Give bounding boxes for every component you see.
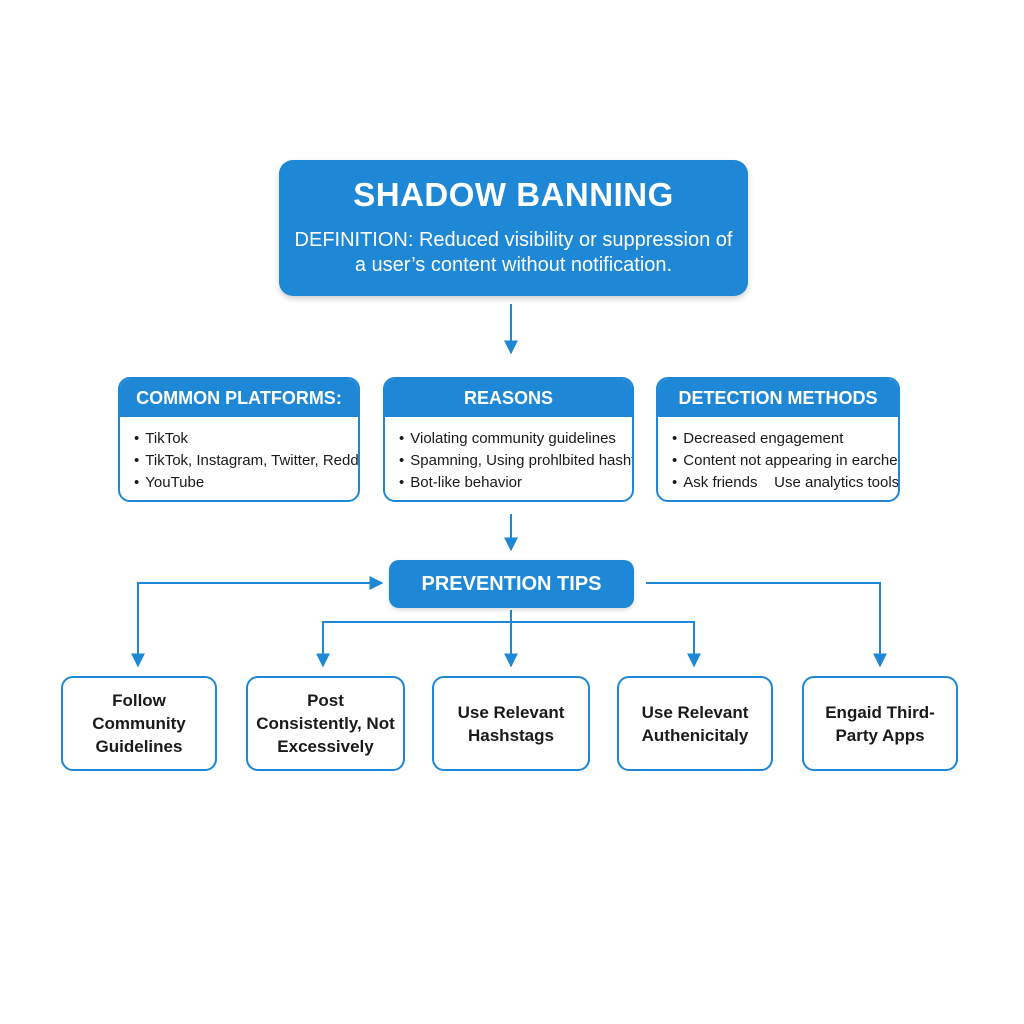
arrow-inner-right	[511, 621, 701, 668]
card-common-platforms: COMMON PLATFORMS: TikTok TikTok, Instagr…	[118, 377, 360, 502]
tip-label: Use Relevant Hashstags	[457, 702, 565, 745]
tip-label: Post Consistently, Not Excessively	[256, 691, 395, 756]
tip-follow-guidelines: Follow Community Guidelines	[61, 676, 217, 771]
arrow-left-loop	[137, 576, 384, 666]
detection-list: Decreased engagement Content not appeari…	[658, 417, 898, 494]
list-item: Spamning, Using prohlbited hashtags	[399, 450, 632, 472]
card-detection-methods: DETECTION METHODS Decreased engagement C…	[656, 377, 900, 502]
arrow-right-branch	[646, 582, 887, 668]
tip-use-authenticity: Use Relevant Authenicitaly	[617, 676, 773, 771]
reasons-list: Violating community guidelines Spamning,…	[385, 417, 632, 494]
tip-use-hashtags: Use Relevant Hashstags	[432, 676, 590, 771]
tip-post-consistently: Post Consistently, Not Excessively	[246, 676, 405, 771]
list-item: YouTube	[134, 472, 358, 494]
title-box: SHADOW BANNING DEFINITION: Reduced visib…	[279, 160, 748, 296]
diagram-title: SHADOW BANNING	[353, 176, 674, 213]
tip-third-party-apps: Engaid Third-Party Apps	[802, 676, 958, 771]
list-item: Content not appearing in earches/	[672, 450, 898, 472]
list-item: Bot-like behavior	[399, 472, 632, 494]
prevention-tips-box: PREVENTION TIPS	[389, 560, 634, 608]
list-item: TikTok	[134, 428, 358, 450]
tip-label: Use Relevant Authenicitaly	[641, 702, 749, 745]
list-item: Decreased engagement	[672, 428, 898, 450]
arrow-inner-left	[316, 621, 511, 668]
platforms-list: TikTok TikTok, Instagram, Twitter, Reddi…	[120, 417, 358, 494]
card-header-platforms: COMMON PLATFORMS:	[120, 379, 358, 417]
card-header-reasons: REASONS	[385, 379, 632, 417]
list-item: Violating community guidelines	[399, 428, 632, 450]
card-reasons: REASONS Violating community guidelines S…	[383, 377, 634, 502]
list-item: Ask friends Use analytics tools	[672, 472, 898, 494]
tip-label: Engaid Third-Party Apps	[825, 702, 935, 745]
list-item: TikTok, Instagram, Twitter, Reddit	[134, 450, 358, 472]
card-header-detection: DETECTION METHODS	[658, 379, 898, 417]
definition-text: DEFINITION: Reduced visibility or suppre…	[294, 229, 733, 276]
tip-label: Follow Community Guidelines	[92, 691, 186, 756]
